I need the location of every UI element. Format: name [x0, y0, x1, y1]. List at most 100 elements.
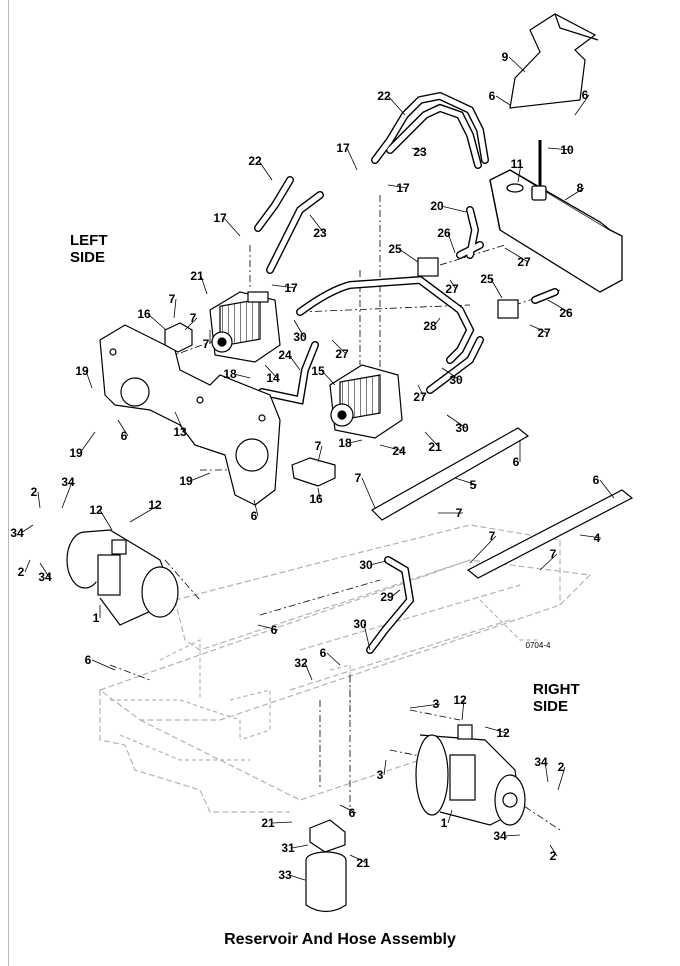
shield-part — [509, 13, 599, 109]
callout-leader — [433, 317, 441, 327]
callout-number: 4 — [594, 531, 601, 545]
callout-leader — [20, 524, 34, 534]
callout-leader — [549, 844, 558, 857]
callout-number: 12 — [453, 693, 467, 707]
callout-number: 25 — [388, 242, 402, 256]
callout-number: 10 — [560, 143, 574, 157]
right-side-label: RIGHT SIDE — [533, 681, 580, 715]
callout-number: 21 — [261, 816, 275, 830]
callout-number: 7 — [169, 292, 176, 306]
callout-leader — [539, 553, 558, 571]
hose-lines-inner — [255, 93, 558, 653]
callout-leader — [91, 659, 116, 671]
callout-number: 6 — [513, 455, 520, 469]
callout-number: 17 — [284, 281, 298, 295]
callout-leader — [503, 834, 521, 837]
callout-leader — [599, 479, 615, 499]
callout-number: 27 — [445, 282, 459, 296]
callout-leader — [253, 499, 259, 517]
callout-number: 6 — [349, 806, 356, 820]
callout-leader — [490, 278, 503, 299]
page-border-line — [8, 0, 9, 966]
callout-leader — [579, 534, 602, 539]
callout-number: 14 — [266, 371, 280, 385]
mower-frame — [98, 524, 592, 813]
callout-leader — [504, 247, 529, 263]
callout-number: 16 — [309, 492, 323, 506]
callout-number: 27 — [335, 347, 349, 361]
callout-number: 6 — [121, 429, 128, 443]
callout-leader — [398, 248, 419, 263]
callout-leader — [174, 411, 185, 433]
callout-number: 6 — [85, 653, 92, 667]
callout-leader — [309, 214, 325, 234]
callout-leader — [383, 759, 387, 776]
callout-number: 27 — [537, 326, 551, 340]
callout-leader — [147, 313, 167, 331]
callout-leader — [379, 444, 404, 452]
callout-number: 28 — [423, 319, 437, 333]
callout-leader — [417, 384, 425, 398]
callout-number: 9 — [502, 50, 509, 64]
callout-leader — [484, 726, 508, 734]
callout-leader — [387, 184, 408, 189]
callout-number: 6 — [582, 88, 589, 102]
drawing-code: 0704-4 — [526, 641, 551, 650]
callout-number: 6 — [593, 473, 600, 487]
callout-number: 7 — [456, 506, 463, 520]
callout-number: 6 — [320, 646, 327, 660]
callout-leader — [37, 491, 41, 509]
callout-leader — [24, 559, 31, 573]
callout-number: 18 — [223, 367, 237, 381]
left-side-label-line1: LEFT — [70, 232, 108, 249]
callout-number: 16 — [137, 307, 151, 321]
callout-leader — [508, 56, 526, 73]
callout-number: 1 — [441, 816, 448, 830]
callout-number: 2 — [558, 760, 565, 774]
callout-leader — [85, 370, 93, 389]
callout-number: 7 — [489, 529, 496, 543]
callout-number: 27 — [413, 390, 427, 404]
callout-number: 19 — [179, 474, 193, 488]
callout-number: 17 — [396, 181, 410, 195]
callout-leader — [369, 560, 387, 566]
callout-leader — [461, 699, 465, 721]
callout-leader — [264, 364, 278, 379]
callout-number: 7 — [315, 439, 322, 453]
callout-number: 2 — [31, 485, 38, 499]
callout-leader — [291, 844, 309, 849]
callout-leader — [200, 275, 208, 295]
callout-number: 3 — [377, 768, 384, 782]
callout-leader — [271, 284, 296, 289]
callout-leader — [390, 589, 401, 598]
callout-number: 7 — [355, 471, 362, 485]
callout-leader — [349, 854, 368, 864]
callout-number: 2 — [550, 849, 557, 863]
callout-leader — [564, 187, 585, 201]
callout-leader — [258, 160, 273, 181]
callout-number: 12 — [89, 503, 103, 517]
callout-number: 25 — [480, 272, 494, 286]
callout-number: 20 — [430, 199, 444, 213]
callout-leader — [326, 652, 341, 666]
callout-number: 30 — [449, 373, 463, 387]
callout-leader — [529, 324, 549, 334]
callout-leader — [129, 504, 160, 523]
callout-number: 12 — [148, 498, 162, 512]
callout-number: 12 — [496, 726, 510, 740]
left-side-label-line2: SIDE — [70, 249, 106, 266]
callout-leader — [454, 477, 478, 486]
callout-leader — [495, 95, 511, 106]
right-side-label-line1: RIGHT — [533, 681, 580, 698]
callout-number: 22 — [377, 89, 391, 103]
callout-number: 11 — [511, 157, 524, 171]
callout-number: 24 — [278, 348, 292, 362]
callout-leader — [348, 439, 363, 444]
callout-leader — [233, 373, 251, 379]
callout-leader — [257, 624, 279, 631]
callout-leader — [317, 487, 321, 500]
left-hydraulic-pump — [209, 291, 281, 363]
callout-number: 33 — [278, 868, 292, 882]
